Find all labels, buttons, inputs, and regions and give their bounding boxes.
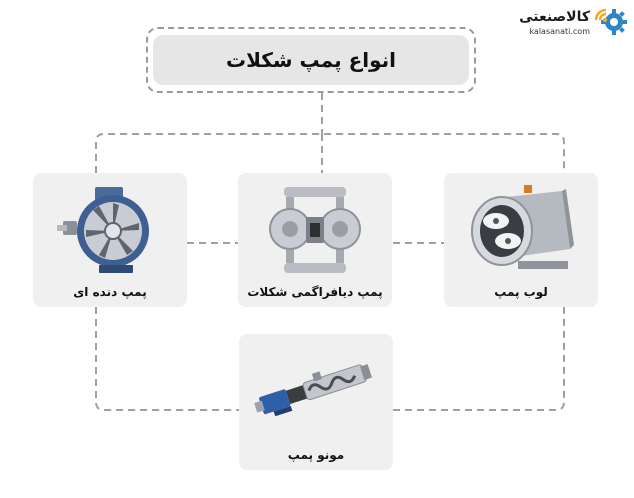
card-lobe-pump[interactable]: لوب پمپ [444, 173, 598, 307]
card-mono-pump[interactable]: مونو پمپ [239, 334, 393, 470]
diaphragm-pump-icon [269, 187, 361, 273]
card-label: مونو پمپ [287, 448, 345, 462]
title-frame [146, 27, 476, 93]
brand-site: kalasanati.com [529, 27, 590, 36]
card-label: لوب پمپ [494, 285, 548, 299]
card-diaphragm-pump[interactable]: پمپ دیافراگمی شکلات [238, 173, 392, 307]
gear-pump-icon [57, 187, 149, 273]
page-title: انواع پمپ شکلات [225, 48, 397, 72]
connector-bottom-loop [95, 307, 565, 411]
mono-pump-icon [254, 364, 372, 417]
title-box: انواع پمپ شکلات [153, 35, 469, 85]
lobe-pump-icon [471, 185, 574, 269]
gear-wifi-icon [594, 8, 627, 35]
brand-name: کالاصنعتی [519, 9, 590, 25]
card-label: پمپ دیافراگمی شکلات [247, 285, 383, 299]
connector-top-bus [95, 133, 565, 173]
card-gear-pump[interactable]: پمپ دنده ای [33, 173, 187, 307]
card-label: پمپ دنده ای [73, 285, 147, 299]
brand-logo[interactable]: کالاصنعتی kalasanati.com [519, 6, 628, 40]
